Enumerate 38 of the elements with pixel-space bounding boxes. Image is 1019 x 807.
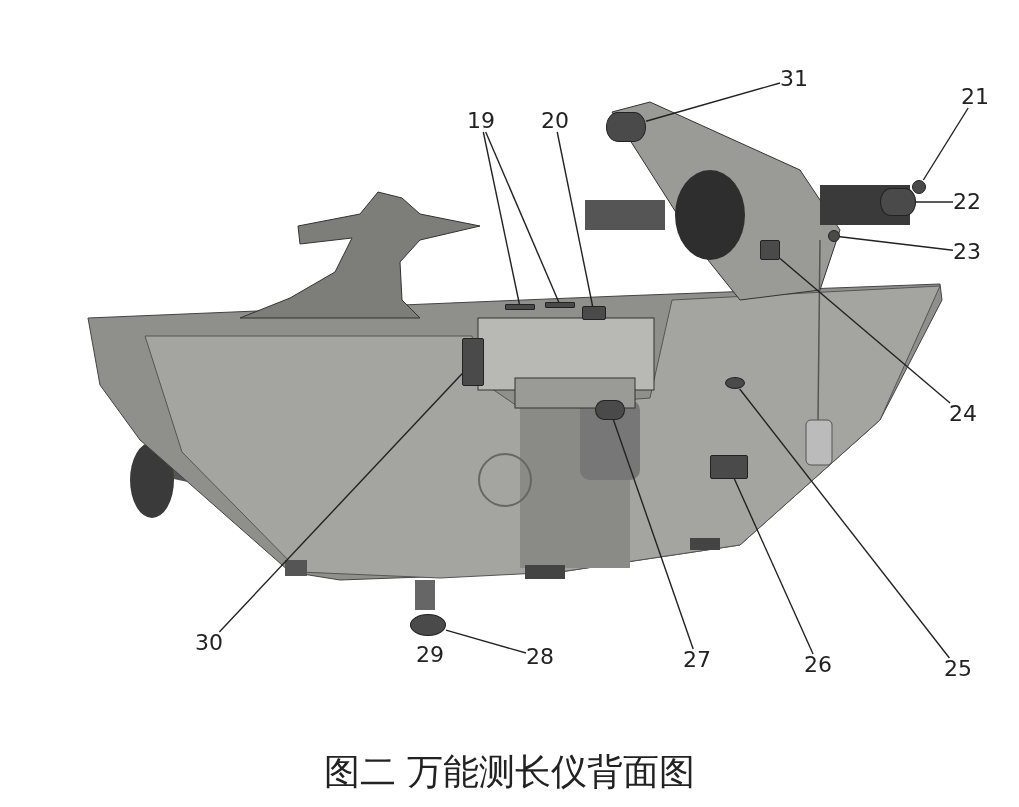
leader-line <box>839 236 954 251</box>
leader-line <box>218 373 463 633</box>
leader-line <box>733 478 814 655</box>
leader-line <box>445 629 527 654</box>
leader-line <box>556 131 594 307</box>
callout-number: 29 <box>416 644 444 666</box>
leader-line <box>915 201 954 203</box>
leader-line <box>645 82 781 122</box>
cylinder-part <box>606 112 646 142</box>
callout-number: 27 <box>683 649 711 671</box>
figure-caption: 图二 万能测长仪背面图 <box>323 751 696 792</box>
cylinder-part <box>880 188 916 216</box>
callout-number: 22 <box>953 191 981 213</box>
plate <box>462 338 484 386</box>
knob <box>410 614 446 636</box>
plate <box>710 455 748 479</box>
callout-number: 30 <box>195 632 223 654</box>
leader-line <box>738 388 951 659</box>
callout-number: 19 <box>467 110 495 132</box>
callout-number: 20 <box>541 110 569 132</box>
leader-line <box>482 131 521 305</box>
callout-number: 25 <box>944 658 972 680</box>
callout-number: 23 <box>953 241 981 263</box>
cylinder-part <box>595 400 625 420</box>
slide-guide <box>545 302 575 308</box>
callout-number: 24 <box>949 403 977 425</box>
callout-number: 31 <box>780 68 808 90</box>
leader-line <box>612 419 694 650</box>
callout-number: 26 <box>804 654 832 676</box>
knob <box>912 180 926 194</box>
slide-guide <box>505 304 535 310</box>
leader-line <box>485 131 560 303</box>
callout-number: 21 <box>961 86 989 108</box>
plate <box>582 306 606 320</box>
leader-line <box>922 107 969 181</box>
callout-number: 28 <box>526 646 554 668</box>
plate <box>760 240 780 260</box>
leader-line <box>779 257 951 404</box>
